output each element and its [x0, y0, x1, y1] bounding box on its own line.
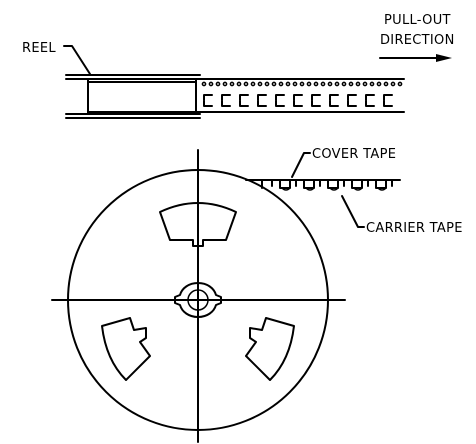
tape-side-view: [195, 78, 405, 113]
hub-center: [174, 282, 222, 318]
reel-leader: [63, 45, 91, 75]
sprocket-holes: [201, 81, 403, 87]
reel-window-top: [159, 202, 237, 247]
cover-tape-label: COVER TAPE: [312, 147, 396, 162]
reel-window-right: [245, 317, 295, 381]
carrier-tape-label: CARRIER TAPE: [366, 221, 463, 236]
cover-tape-leader: [291, 152, 311, 178]
reel-front-view: [51, 149, 346, 443]
reel-window-left: [101, 317, 151, 381]
tape-pockets: [203, 94, 393, 107]
tape-on-reel: [245, 179, 401, 191]
pull-out-label-line2: DIRECTION: [380, 33, 455, 48]
arrow-right-icon: [379, 54, 452, 62]
reel-side-view: [65, 74, 201, 119]
carrier-tape-leader: [341, 195, 365, 228]
reel-label: REEL: [22, 41, 56, 56]
pull-out-label-line1: PULL-OUT: [384, 13, 451, 28]
